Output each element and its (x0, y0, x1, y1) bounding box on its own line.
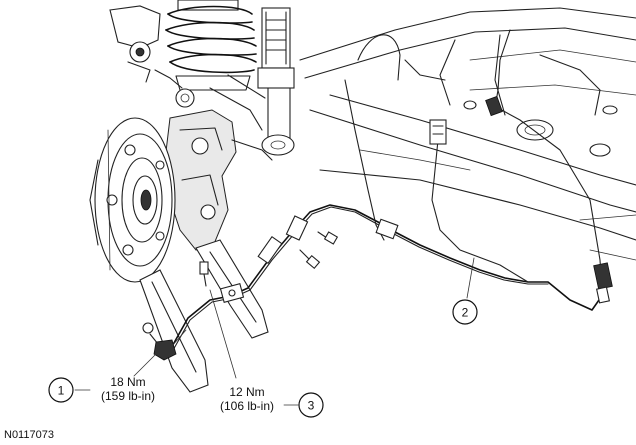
callout-3-torque-nm: 12 Nm (229, 385, 264, 399)
callout-1-torque-nm: 18 Nm (110, 375, 145, 389)
callout-1-badge (48, 377, 74, 403)
coil-spring (165, 0, 257, 91)
abs-sensor-cable (169, 29, 613, 353)
wheel-hub (89, 117, 176, 283)
upper-mount (109, 5, 266, 131)
wheel-speed-sensor (142, 322, 187, 361)
callout-2-badge (452, 299, 478, 325)
callout-3: 12 Nm (106 lb-in) 3 (220, 385, 324, 418)
callout-1: 1 18 Nm (159 lb-in) (48, 375, 155, 403)
callout-1-torque-lbin: (159 lb-in) (101, 389, 155, 403)
callout-2: 2 (452, 299, 478, 325)
steering-knuckle (164, 109, 273, 251)
shock-absorber (257, 7, 295, 156)
frame-rail (299, 7, 636, 261)
callout-1-number: 1 (58, 384, 65, 398)
callout-2-number: 2 (462, 306, 469, 320)
callout-leaders (74, 257, 475, 406)
callout-3-torque-lbin: (106 lb-in) (220, 399, 274, 413)
callout-3-number: 3 (308, 399, 315, 413)
callout-3-badge (298, 392, 324, 418)
figure-id: N0117073 (4, 429, 54, 441)
